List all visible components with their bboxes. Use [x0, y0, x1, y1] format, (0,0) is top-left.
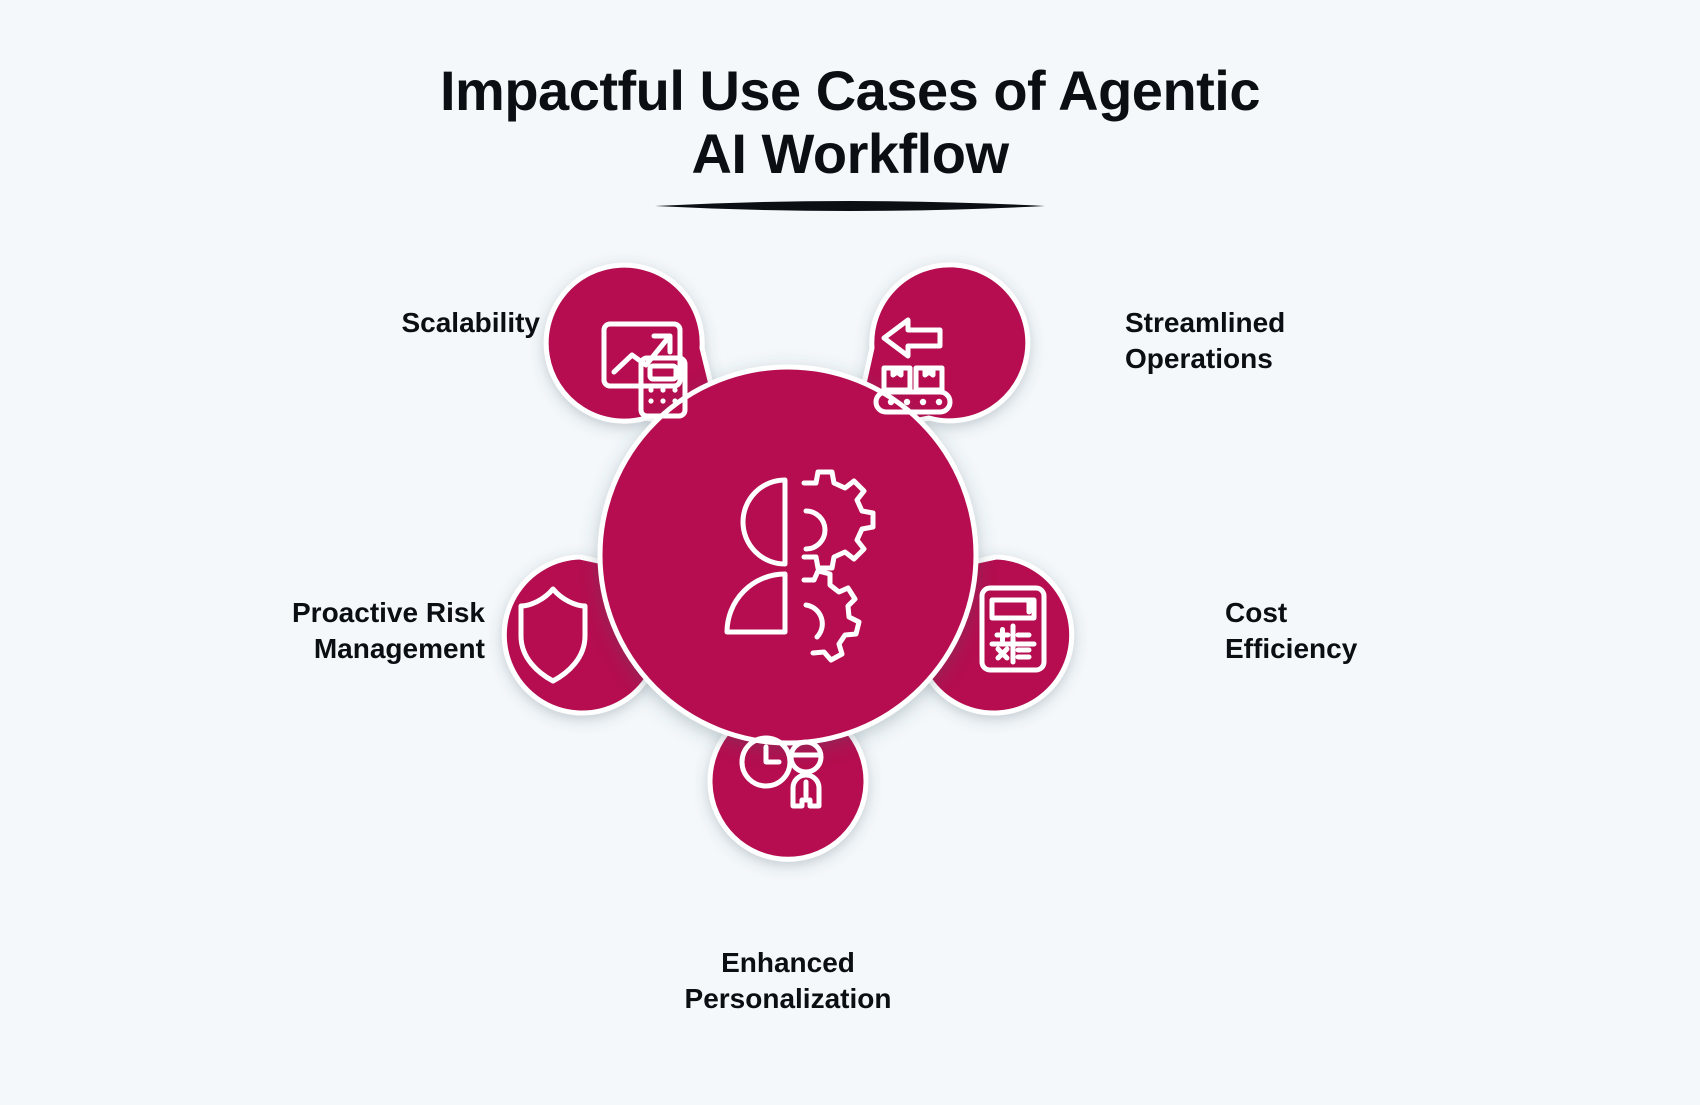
label-enhanced-personalization: Enhanced Personalization [684, 947, 892, 1015]
scalability-petal-shape[interactable] [543, 262, 726, 436]
center-node[interactable] [597, 364, 979, 746]
label-cost-efficiency: Cost Efficiency [1225, 597, 1358, 665]
label-streamlined-operations: Streamlined Operations [1125, 307, 1286, 375]
calculator-icon [979, 585, 1047, 673]
title-underline-icon [655, 199, 1045, 212]
node-scalability[interactable] [543, 262, 726, 436]
page-title-line-1: Impactful Use Cases of Agentic [439, 59, 1261, 122]
clock-person-icon [739, 735, 824, 809]
label-proactive-risk-management: Proactive Risk Management [292, 597, 485, 665]
brain-gear-icon [724, 469, 876, 663]
center-circle-shape[interactable] [597, 364, 979, 746]
page-title-line-2: AI Workflow [691, 121, 1009, 185]
label-scalability: Scalability [401, 307, 540, 338]
conveyor-belt-arrow-icon [873, 317, 953, 415]
growth-chart-calculator-icon [601, 321, 688, 419]
shield-icon [518, 586, 588, 684]
